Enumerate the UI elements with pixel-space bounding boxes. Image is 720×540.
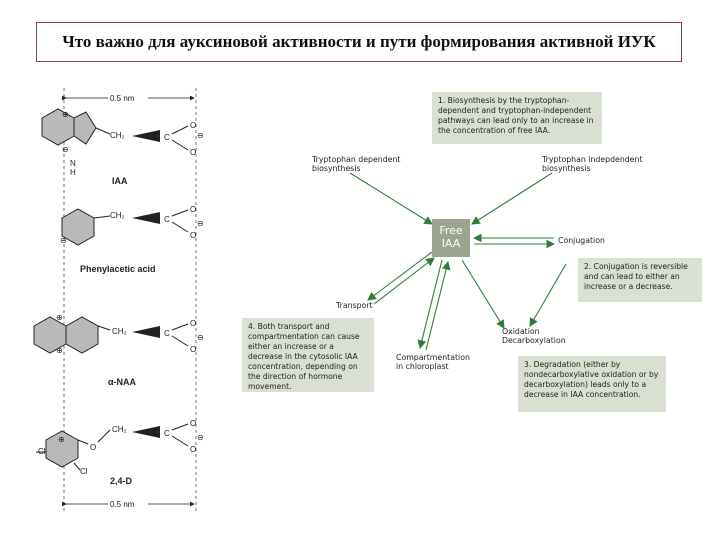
nh-label: N — [70, 159, 76, 168]
svg-text:O: O — [90, 443, 96, 452]
page-title: Что важно для ауксиновой активности и пу… — [62, 32, 656, 51]
molecule-alpha-naa: ⊕ ⊕ CH₂ C O O ⊖ α-NAA — [33, 313, 204, 387]
svg-text:O: O — [190, 148, 196, 157]
svg-text:⊕: ⊕ — [56, 346, 63, 355]
molecule-iaa: N H ⊕ ⊖ CH₂ C O O ⊖ IAA — [41, 108, 204, 186]
phenylacetic-name: Phenylacetic acid — [80, 264, 156, 274]
title-box: Что важно для ауксиновой активности и пу… — [36, 22, 682, 62]
minus-iaa: ⊖ — [62, 145, 69, 154]
arrow-oxidation — [461, 259, 505, 329]
svg-text:⊖: ⊖ — [197, 433, 204, 442]
note-3: 3. Degradation (either by nondecarboxyla… — [518, 356, 666, 412]
svg-text:O: O — [190, 419, 196, 428]
scale-label-top: 0.5 nm — [110, 94, 135, 103]
arrow-compart-out — [417, 259, 443, 350]
free-iaa-box: Free IAA — [432, 219, 470, 257]
arrow-transport-out — [367, 251, 433, 301]
svg-text:⊕: ⊕ — [58, 435, 65, 444]
svg-text:Cl: Cl — [80, 467, 88, 476]
arrow-note3-to-oxid — [529, 263, 567, 327]
svg-text:⊕: ⊕ — [56, 313, 63, 322]
svg-text:C: C — [164, 429, 170, 438]
svg-text:CH₂: CH₂ — [112, 425, 127, 434]
svg-text:O: O — [190, 445, 196, 454]
svg-text:C: C — [164, 329, 170, 338]
svg-text:CH₂: CH₂ — [112, 327, 127, 336]
molecule-phenylacetic-acid: ⊖ CH₂ C O O ⊖ Phenylacetic acid — [60, 205, 204, 274]
svg-text:⊖: ⊖ — [60, 236, 67, 245]
note-2: 2. Conjugation is reversible and can lea… — [578, 258, 702, 302]
label-conjugation: Conjugation — [558, 236, 605, 245]
svg-text:O: O — [190, 345, 196, 354]
2-4-d-name: 2,4-D — [110, 476, 133, 486]
note-4: 4. Both transport and compartmentation c… — [242, 318, 374, 392]
arrow-tryp-dep — [349, 172, 433, 225]
svg-text:⊖: ⊖ — [197, 219, 204, 228]
molecule-2-4-d: ⊕ Cl Cl O CH₂ C O O ⊖ 2,4-D — [36, 419, 204, 486]
svg-text:O: O — [190, 231, 196, 240]
ch2-iaa: CH₂ — [110, 131, 125, 140]
svg-text:C: C — [164, 133, 170, 142]
arrow-transport-in — [373, 257, 435, 305]
svg-text:C: C — [164, 215, 170, 224]
iaa-name: IAA — [112, 176, 128, 186]
naa-name: α-NAA — [108, 377, 137, 387]
pathway-arrows — [349, 172, 567, 351]
svg-text:⊖: ⊖ — [197, 131, 204, 140]
arrow-tryp-indep — [471, 172, 553, 225]
svg-text:Cl: Cl — [38, 447, 46, 456]
svg-text:O: O — [190, 319, 196, 328]
svg-text:O: O — [190, 205, 196, 214]
svg-text:CH₂: CH₂ — [110, 211, 125, 220]
svg-text:H: H — [70, 168, 76, 177]
arrow-compart-in — [425, 260, 451, 351]
svg-text:⊖: ⊖ — [197, 333, 204, 342]
note-1: 1. Biosynthesis by the tryptophan-depend… — [432, 92, 602, 144]
svg-text:O: O — [190, 121, 196, 130]
label-transport: Transport — [336, 301, 373, 310]
plus-iaa: ⊕ — [62, 110, 69, 119]
scale-label-bottom: 0.5 nm — [110, 500, 135, 509]
